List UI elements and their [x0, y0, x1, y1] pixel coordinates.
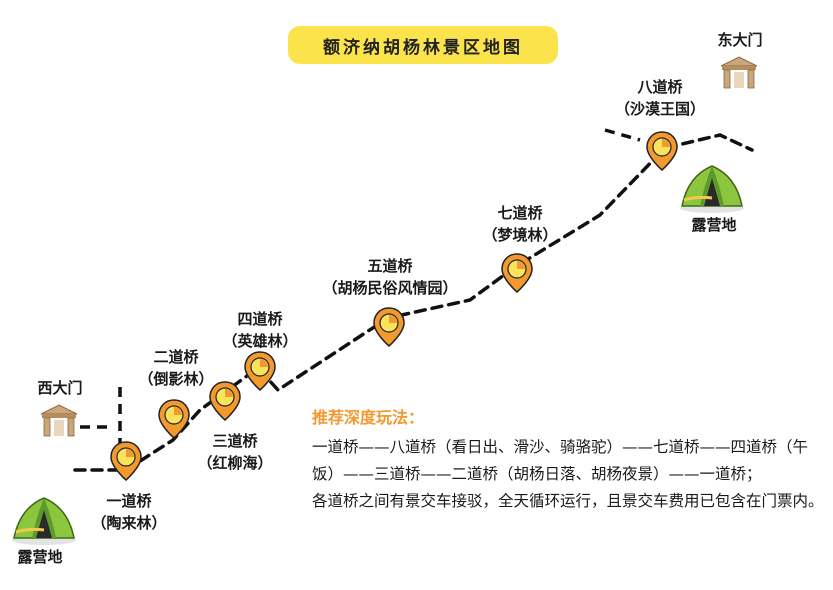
- map-pin-icon[interactable]: [243, 350, 277, 392]
- map-pin-icon[interactable]: [157, 398, 191, 440]
- campsite-label-right: 露营地: [691, 216, 737, 234]
- bridge-label-2: 二道桥（倒影林）: [138, 348, 214, 388]
- bridge-label-7: 七道桥（梦境林）: [482, 204, 558, 244]
- west-gate-label: 西大门: [37, 379, 83, 397]
- recommendation-panel: 推荐深度玩法： 一道桥——八道桥（看日出、滑沙、骑骆驼）——七道桥——四道桥（午…: [312, 404, 824, 515]
- map-title: 额济纳胡杨林景区地图: [288, 26, 558, 64]
- gate-icon[interactable]: [39, 404, 79, 438]
- tent-icon[interactable]: [10, 492, 78, 546]
- bridge-label-5: 五道桥（胡杨民俗风情园）: [322, 257, 458, 297]
- map-pin-icon[interactable]: [372, 306, 406, 348]
- recommendation-title: 推荐深度玩法：: [312, 408, 425, 427]
- map-pin-icon[interactable]: [109, 440, 143, 482]
- map-pin-icon[interactable]: [208, 380, 242, 422]
- gate-icon[interactable]: [719, 56, 759, 90]
- bridge-label-3: 三道桥（红柳海）: [197, 432, 273, 472]
- tent-icon[interactable]: [678, 160, 746, 214]
- east-gate-label: 东大门: [717, 31, 763, 49]
- bridge-label-8: 八道桥（沙漠王国）: [614, 78, 705, 118]
- campsite-label-left: 露营地: [17, 548, 63, 566]
- bridge-label-4: 四道桥（英雄林）: [222, 310, 298, 350]
- bridge-label-1: 一道桥（陶来林）: [91, 492, 167, 532]
- map-pin-icon[interactable]: [645, 130, 679, 172]
- recommendation-note: 各道桥之间有景交车接驳，全天循环运行，且景交车费用已包含在门票内。: [312, 492, 824, 510]
- map-pin-icon[interactable]: [500, 252, 534, 294]
- recommendation-route: 一道桥——八道桥（看日出、滑沙、骑骆驼）——七道桥——四道桥（午饭）——三道桥—…: [312, 438, 809, 483]
